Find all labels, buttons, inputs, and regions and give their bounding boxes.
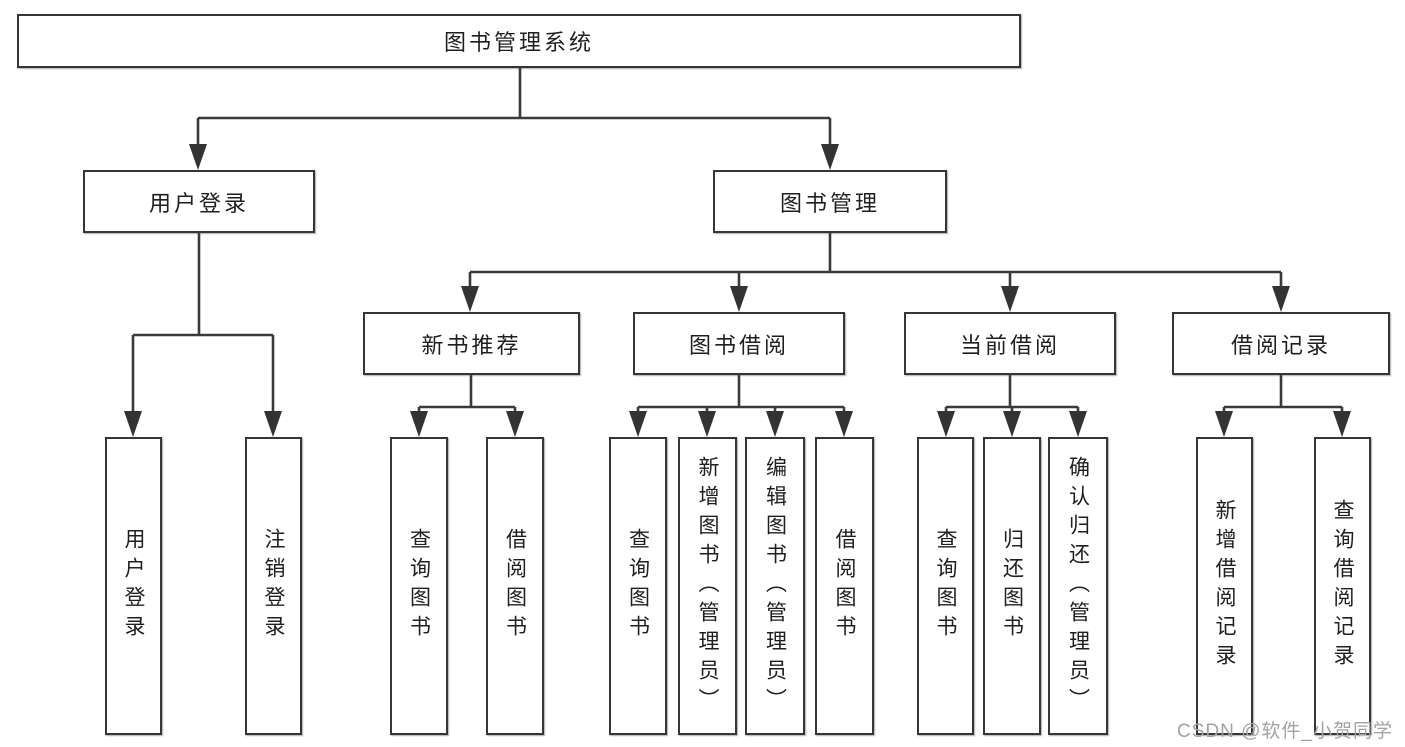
node-label: 查询借阅记录 xyxy=(1331,499,1354,673)
leaf-return-books: 归还图书 xyxy=(983,437,1041,735)
node-label: 图书管理系统 xyxy=(443,30,594,55)
arrow-icon xyxy=(1069,411,1087,437)
arrow-icon xyxy=(821,144,839,170)
leaf-borrow-books: 借阅图书 xyxy=(815,437,874,735)
node-label: 查询图书 xyxy=(407,528,431,644)
node-label: 归还图书 xyxy=(1000,528,1024,644)
arrow-icon xyxy=(937,411,955,437)
arrow-icon xyxy=(189,144,207,170)
node-label: 借阅记录 xyxy=(1230,332,1331,358)
arrow-icon xyxy=(410,411,428,437)
arrow-icon xyxy=(1001,286,1019,312)
leaf-add-books-admin: 新增图书（管理员） xyxy=(678,437,737,735)
leaf-confirm-return-admin: 确认归还（管理员） xyxy=(1048,437,1108,735)
node-book-management: 图书管理 xyxy=(713,170,947,233)
arrow-icon xyxy=(506,411,524,437)
node-label: 用户登录 xyxy=(148,190,249,216)
node-label: 借阅图书 xyxy=(503,528,527,644)
node-user-login: 用户登录 xyxy=(83,170,315,233)
arrowheads xyxy=(124,144,1351,437)
node-label: 确认归还（管理员） xyxy=(1066,455,1090,717)
node-label: 用户登录 xyxy=(122,528,145,644)
leaf-add-borrow-record: 新增借阅记录 xyxy=(1196,437,1253,735)
leaf-query-borrow-record: 查询借阅记录 xyxy=(1314,437,1371,735)
arrow-icon xyxy=(629,411,647,437)
node-label: 查询图书 xyxy=(934,528,957,644)
arrow-icon xyxy=(730,286,748,312)
node-label: 当前借阅 xyxy=(959,332,1060,358)
leaf-query-books-borrowing: 查询图书 xyxy=(609,437,667,735)
node-borrowing-records: 借阅记录 xyxy=(1172,312,1390,375)
node-label: 借阅图书 xyxy=(833,528,856,644)
arrow-icon xyxy=(124,411,142,437)
node-library-management-system: 图书管理系统 xyxy=(17,14,1021,68)
arrow-icon xyxy=(264,411,282,437)
node-current-borrowing: 当前借阅 xyxy=(904,312,1116,375)
arrow-icon xyxy=(766,411,784,437)
leaf-user-login: 用户登录 xyxy=(105,437,162,735)
csdn-watermark: CSDN @软件_小贺同学 xyxy=(1177,721,1393,742)
node-label: 新增图书（管理员） xyxy=(696,455,719,717)
arrow-icon xyxy=(1272,286,1290,312)
node-label: 新书推荐 xyxy=(421,332,522,358)
leaf-query-books-current: 查询图书 xyxy=(917,437,974,735)
node-label: 编辑图书（管理员） xyxy=(763,455,787,717)
node-new-book-recommendation: 新书推荐 xyxy=(363,312,580,375)
arrow-icon xyxy=(461,286,479,312)
arrow-icon xyxy=(698,411,716,437)
node-book-borrowing: 图书借阅 xyxy=(633,312,845,375)
leaf-borrow-books-recommend: 借阅图书 xyxy=(486,437,544,735)
node-label: 图书管理 xyxy=(779,190,880,216)
arrow-icon xyxy=(1215,411,1233,437)
leaf-query-books-recommend: 查询图书 xyxy=(390,437,448,735)
arrow-icon xyxy=(1003,411,1021,437)
node-label: 注销登录 xyxy=(262,528,285,644)
node-label: 图书借阅 xyxy=(688,332,789,358)
arrow-icon xyxy=(1333,411,1351,437)
connector-elbows xyxy=(131,68,1344,417)
node-label: 查询图书 xyxy=(626,528,650,644)
leaf-logout: 注销登录 xyxy=(245,437,302,735)
node-label: 新增借阅记录 xyxy=(1213,499,1236,673)
leaf-edit-books-admin: 编辑图书（管理员） xyxy=(745,437,805,735)
arrow-icon xyxy=(835,411,853,437)
